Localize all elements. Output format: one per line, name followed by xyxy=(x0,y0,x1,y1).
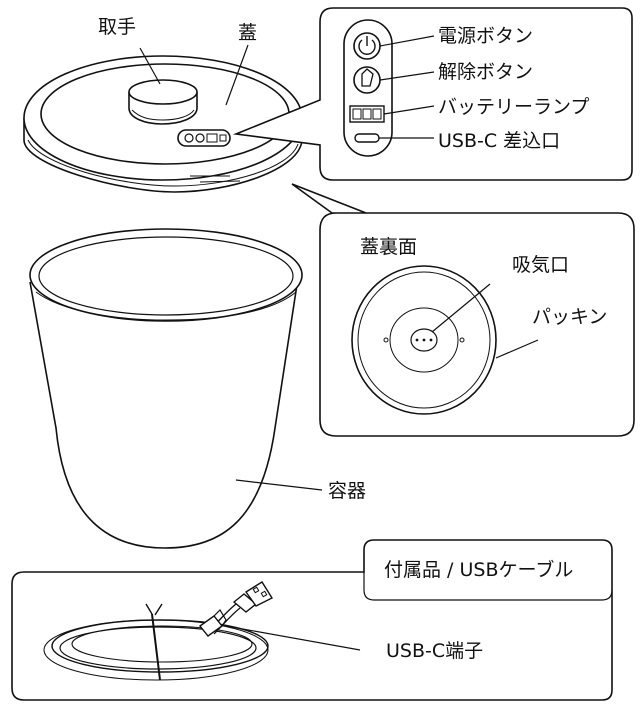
label-battery-lamp: バッテリーランプ xyxy=(438,96,590,118)
label-usbc-port: USB-C 差込口 xyxy=(438,130,561,152)
label-gasket: パッキン xyxy=(532,306,608,328)
container xyxy=(29,228,303,549)
usb-cable xyxy=(43,581,274,681)
label-power-button: 電源ボタン xyxy=(438,25,534,47)
lid-control-strip xyxy=(177,129,231,147)
label-container: 容器 xyxy=(328,480,367,502)
label-release-button: 解除ボタン xyxy=(438,61,534,83)
label-usbc-terminal: USB-C端子 xyxy=(386,640,484,662)
label-lid-underside: 蓋裏面 xyxy=(360,236,418,258)
label-intake: 吸気口 xyxy=(512,254,570,276)
handle xyxy=(128,79,198,125)
label-handle: 取手 xyxy=(98,16,137,38)
label-accessory: 付属品 / USBケーブル xyxy=(384,559,574,581)
lid-underside-callout xyxy=(291,183,635,437)
label-lid: 蓋 xyxy=(238,22,258,44)
accessory-callout xyxy=(11,539,613,701)
